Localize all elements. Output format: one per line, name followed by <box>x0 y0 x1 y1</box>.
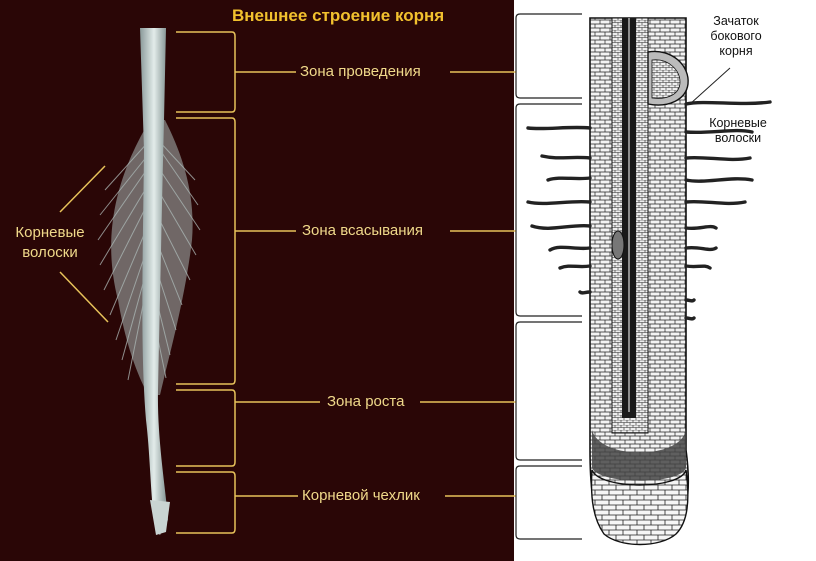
zone-label-growth: Зона роста <box>327 393 405 410</box>
bracket-growth-right <box>515 321 582 461</box>
root-hairs-label-right-line2: волоски <box>714 131 762 145</box>
bracket-conduction-left <box>176 31 236 113</box>
zone-label-cap: Корневой чехлик <box>302 487 420 504</box>
bracket-growth-left <box>176 389 236 467</box>
bracket-absorption-left <box>176 117 236 385</box>
page-title: Внешнее строение корня <box>232 6 445 25</box>
lateral-root-primordium <box>647 50 689 106</box>
zone-connectors <box>235 71 516 497</box>
lateral-root-label: Зачаток бокового корня <box>696 14 776 59</box>
root-hairs-pointers-left <box>59 165 109 323</box>
bracket-conduction-right <box>515 13 582 99</box>
zone-label-conduction: Зона проведения <box>300 63 421 80</box>
root-photo <box>97 28 201 535</box>
root-body <box>140 28 168 535</box>
bracket-absorption-right <box>515 103 582 317</box>
root-hairs-drawn <box>526 100 772 321</box>
root-drawing <box>515 13 772 546</box>
right-brackets <box>515 13 582 540</box>
lateral-root-label-line2: бокового <box>710 29 762 43</box>
bracket-cap-left <box>176 471 236 534</box>
small-primordium <box>611 230 625 260</box>
lateral-root-label-line3: корня <box>719 44 753 58</box>
root-tip <box>150 500 170 535</box>
photo-panel <box>0 0 514 561</box>
root-hairs-label-right-line1: Корневые <box>709 116 767 130</box>
root-hairs-label-left: Корневые волоски <box>4 223 96 263</box>
root-hairs-label-left-line2: волоски <box>22 244 78 261</box>
root-hairs-label-left-line1: Корневые <box>15 224 85 241</box>
root-hairs-label-right: Корневые волоски <box>698 116 778 146</box>
growth-tissue <box>592 430 686 481</box>
lateral-root-label-line1: Зачаток <box>713 14 759 28</box>
drawing-pointers <box>689 67 731 105</box>
root-cap <box>590 469 689 546</box>
zone-label-absorption: Зона всасывания <box>302 222 424 239</box>
bracket-cap-right <box>515 465 582 540</box>
